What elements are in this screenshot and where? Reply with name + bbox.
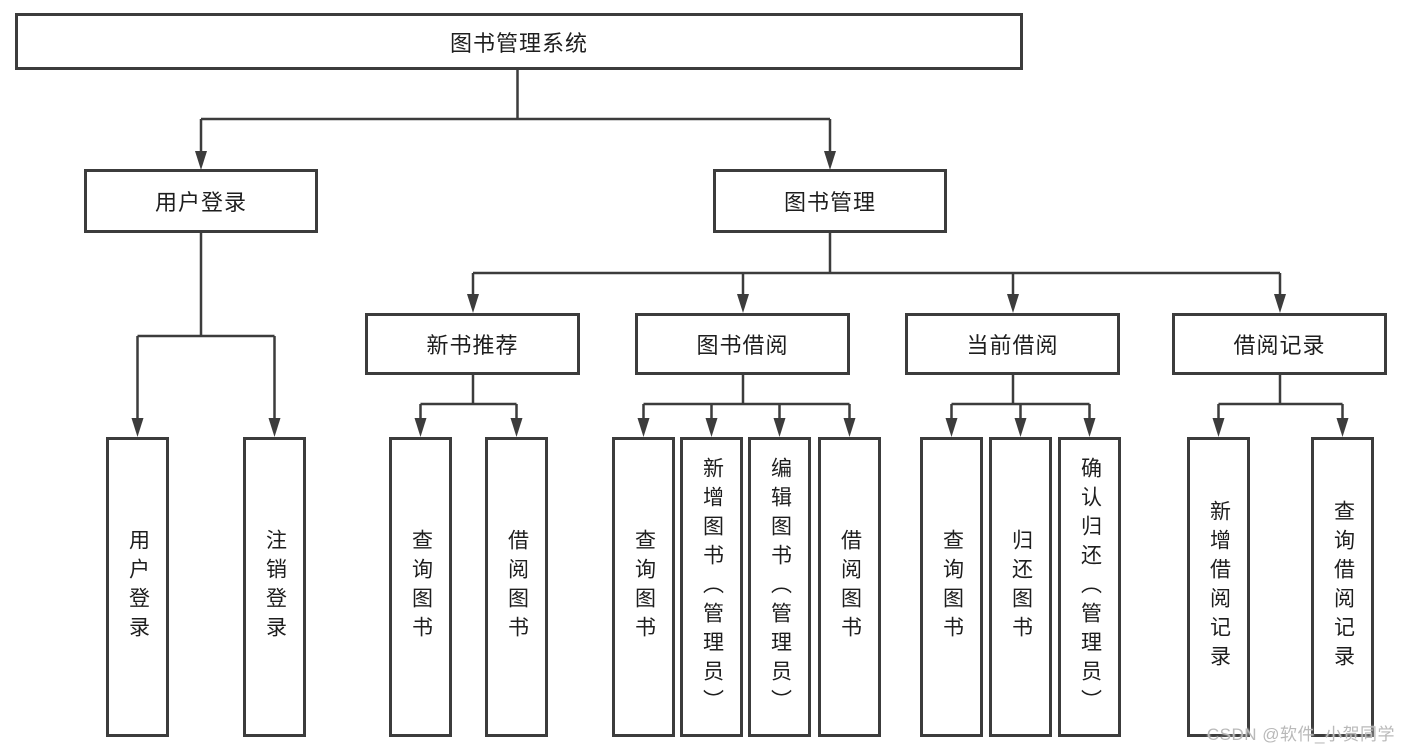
leaf-query-books-borrowing: 查询图书 xyxy=(612,437,675,737)
leaf-return-books-label: 归还图书 xyxy=(1009,529,1033,645)
csdn-watermark: CSDN @软件_小贺同学 xyxy=(1206,725,1395,744)
leaf-query-books-current-label: 查询图书 xyxy=(940,529,964,645)
node-book-borrowing: 图书借阅 xyxy=(635,313,850,375)
node-library-system: 图书管理系统 xyxy=(15,13,1023,70)
node-current-borrowing: 当前借阅 xyxy=(905,313,1120,375)
node-user-login: 用户登录 xyxy=(84,169,318,233)
leaf-user-login: 用户登录 xyxy=(106,437,169,737)
leaf-logout-label: 注销登录 xyxy=(263,529,287,645)
leaf-borrow-books-borrowing-label: 借阅图书 xyxy=(838,529,862,645)
node-book-management: 图书管理 xyxy=(713,169,947,233)
node-library-system-label: 图书管理系统 xyxy=(449,30,588,56)
leaf-add-borrow-record: 新增借阅记录 xyxy=(1187,437,1250,737)
leaf-add-borrow-record-label: 新增借阅记录 xyxy=(1207,500,1231,674)
leaf-add-book-admin-label: 新增图书（管理员） xyxy=(700,456,724,718)
tree-edges xyxy=(136,70,1344,419)
leaf-query-books-recommend: 查询图书 xyxy=(389,437,452,737)
leaf-confirm-return-admin-label: 确认归还（管理员） xyxy=(1078,456,1102,718)
node-borrow-records-label: 借阅记录 xyxy=(1233,333,1326,358)
leaf-query-borrow-record: 查询借阅记录 xyxy=(1311,437,1374,737)
leaf-confirm-return-admin: 确认归还（管理员） xyxy=(1058,437,1121,737)
leaf-user-login-label: 用户登录 xyxy=(126,529,150,645)
leaf-query-books-recommend-label: 查询图书 xyxy=(409,529,433,645)
node-new-book-recommend-label: 新书推荐 xyxy=(426,333,519,358)
leaf-borrow-books-borrowing: 借阅图书 xyxy=(818,437,881,737)
node-book-borrowing-label: 图书借阅 xyxy=(696,333,789,358)
leaf-borrow-books-recommend-label: 借阅图书 xyxy=(505,529,529,645)
node-borrow-records: 借阅记录 xyxy=(1172,313,1387,375)
leaf-return-books: 归还图书 xyxy=(989,437,1052,737)
leaf-query-borrow-record-label: 查询借阅记录 xyxy=(1331,500,1355,674)
node-user-login-label: 用户登录 xyxy=(154,190,247,215)
leaf-borrow-books-recommend: 借阅图书 xyxy=(485,437,548,737)
leaf-edit-book-admin: 编辑图书（管理员） xyxy=(748,437,811,737)
leaf-edit-book-admin-label: 编辑图书（管理员） xyxy=(768,456,792,718)
node-current-borrowing-label: 当前借阅 xyxy=(966,333,1059,358)
leaf-query-books-borrowing-label: 查询图书 xyxy=(632,529,656,645)
leaf-add-book-admin: 新增图书（管理员） xyxy=(680,437,743,737)
arrow-heads xyxy=(131,151,1349,437)
node-new-book-recommend: 新书推荐 xyxy=(365,313,580,375)
node-book-management-label: 图书管理 xyxy=(783,190,876,215)
leaf-query-books-current: 查询图书 xyxy=(920,437,983,737)
leaf-logout: 注销登录 xyxy=(243,437,306,737)
